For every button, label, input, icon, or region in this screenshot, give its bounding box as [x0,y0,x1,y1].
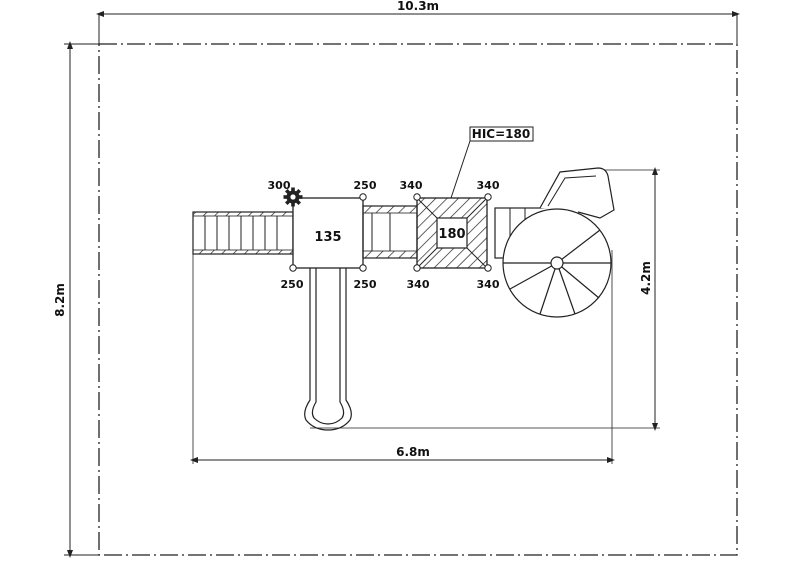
bridge [362,205,418,259]
ladder [192,211,294,255]
post-label-250-top: 250 [354,179,377,192]
deck-135-label: 135 [314,230,341,245]
spiral-slide [494,167,615,318]
post-label-340-bottom-right: 340 [477,278,500,291]
deck-180 [416,197,488,269]
post-marker [484,264,492,272]
post-marker [359,193,367,201]
hic-callout: HIC=180 [450,126,534,199]
post-label-250-bottom-right: 250 [354,278,377,291]
equipment-height-label: 4.2m [639,261,653,295]
straight-slide [304,268,352,431]
overall-height-label: 8.2m [53,283,67,317]
posts [289,193,492,272]
safety-area-border [98,43,738,556]
hic-label: HIC=180 [472,127,530,141]
equipment-height-dimension: 4.2m [310,167,660,431]
post-label-340-top-right: 340 [477,179,500,192]
post-marker [484,193,492,201]
equipment-width-label: 6.8m [396,445,430,459]
gear-icon [283,187,303,207]
post-label-340-bottom-left: 340 [407,278,430,291]
overall-height-dimension: 8.2m [53,41,99,558]
deck-180-label: 180 [438,227,465,242]
post-marker [413,264,421,272]
post-label-250-bottom-left: 250 [281,278,304,291]
overall-width-dimension: 10.3m [96,0,740,44]
post-label-340-top-left: 340 [400,179,423,192]
post-marker [289,264,297,272]
deck-135 [292,197,364,269]
post-marker [359,264,367,272]
post-label-300: 300 [268,179,291,192]
overall-width-label: 10.3m [397,0,439,13]
post-marker [413,193,421,201]
